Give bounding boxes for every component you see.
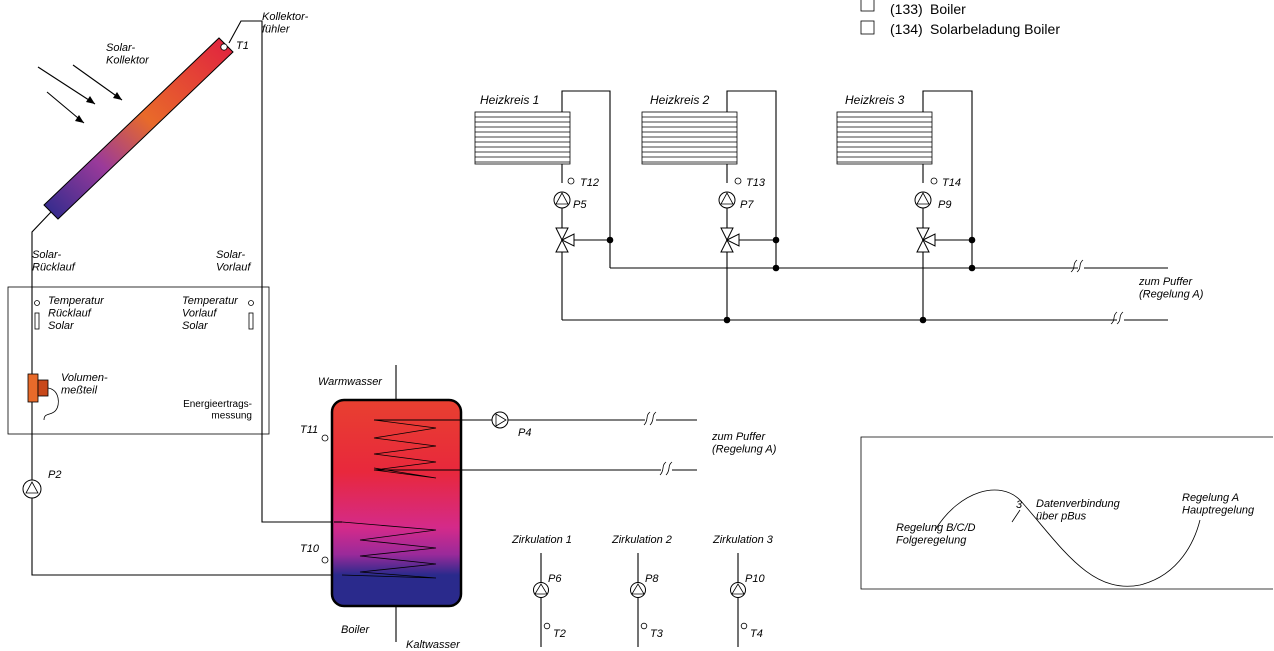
energy-meter-label: Energieertrags-messung (183, 399, 252, 422)
boiler: Warmwasser T11 T10 P4 zum Puffer(Regelun… (300, 365, 777, 651)
circulation-3-title: Zirkulation 3 (712, 534, 774, 546)
t4-label: T4 (750, 628, 763, 640)
collector-label: Solar-Kollektor (106, 42, 150, 67)
circulation-1: Zirkulation 1 P6 T2 (511, 534, 572, 647)
t1-label: T1 (236, 40, 249, 52)
t12-sensor-icon (567, 177, 575, 185)
circulation-3: Zirkulation 3 P10 T4 (712, 534, 774, 647)
p5-label: P5 (573, 199, 587, 211)
legend-label-1: Boiler (930, 1, 966, 17)
heating-circuit-3: Heizkreis 3 T14 P9 (836, 90, 976, 324)
p7-label: P7 (740, 199, 754, 211)
solar-collector: Kollektor-fühler T1 Solar-Kollektor Sola… (31, 11, 334, 576)
warmwater-label: Warmwasser (318, 376, 383, 388)
circulation-2-title: Zirkulation 2 (611, 534, 672, 546)
circulation-1-title: Zirkulation 1 (511, 534, 572, 546)
heating-3-title: Heizkreis 3 (845, 93, 905, 107)
t13-label: T13 (746, 177, 766, 189)
p4-label: P4 (518, 427, 531, 439)
collector-panel (43, 37, 234, 220)
volume-meter-icon (27, 373, 59, 421)
t12-label: T12 (580, 177, 599, 189)
p6-label: P6 (548, 573, 562, 585)
t3-label: T3 (650, 628, 664, 640)
solar-flow-label: Solar-Vorlauf (216, 249, 251, 274)
boiler-pipe-break-icon (643, 411, 673, 476)
boiler-tank (330, 398, 463, 608)
legend: (133) Boiler (134) Solarbeladung Boiler (860, 0, 1060, 37)
pump-p2-icon (22, 479, 42, 499)
t3-sensor-icon (640, 622, 648, 630)
p10-label: P10 (745, 573, 765, 585)
pbus-number: 3 (1016, 499, 1023, 511)
p2-pump: P2 (22, 469, 61, 499)
flow-temp-sensor-icon (248, 300, 254, 306)
solar-return-label: Solar-Rücklauf (32, 249, 76, 274)
t11-sensor-icon (321, 434, 329, 442)
heating-circuit-2: Heizkreis 2 T13 P7 (641, 90, 780, 324)
volume-meter-label: Volumen-meßteil (61, 372, 108, 397)
legend-code-1: (133) (890, 1, 923, 17)
return-temp-sensor-icon (34, 300, 40, 306)
t4-sensor-icon (740, 622, 748, 630)
heating-circuit-1: Heizkreis 1 T12 P5 (474, 90, 614, 320)
t14-label: T14 (942, 177, 961, 189)
t10-sensor-icon (321, 556, 329, 564)
pump-p5-icon (553, 191, 571, 209)
heating-section: zum Puffer(Regelung A) (562, 259, 1204, 325)
legend-box-1 (860, 0, 875, 12)
heating-1-title: Heizkreis 1 (480, 93, 539, 107)
pump-p9-icon (914, 191, 932, 209)
t13-sensor-icon (734, 177, 742, 185)
circulation-2: Zirkulation 2 P8 T3 (611, 534, 672, 647)
pump-p7-icon (718, 191, 736, 209)
legend-code-2: (134) (890, 21, 923, 37)
t2-sensor-icon (543, 622, 551, 630)
sun-rays-icon (37, 64, 123, 124)
p8-label: P8 (645, 573, 659, 585)
pbus-cable (934, 489, 1201, 587)
p9-label: P9 (938, 199, 951, 211)
flow-probe-icon (248, 312, 254, 330)
legend-label-2: Solarbeladung Boiler (930, 21, 1060, 37)
boiler-buffer-label: zum Puffer(Regelung A) (711, 431, 777, 456)
coldwater-label: Kaltwasser (406, 639, 461, 651)
legend-box-2 (860, 20, 875, 35)
radiator-1-icon (474, 111, 571, 165)
pipe-break-icon (1070, 259, 1124, 325)
energy-meter-box (7, 286, 270, 435)
heating-2-title: Heizkreis 2 (650, 93, 710, 107)
t14-sensor-icon (930, 177, 938, 185)
t11-label: T11 (300, 424, 318, 436)
t2-label: T2 (553, 628, 566, 640)
boiler-label: Boiler (341, 624, 370, 636)
return-probe-icon (34, 312, 40, 330)
t1-sensor-icon (220, 43, 228, 51)
p2-label: P2 (48, 469, 61, 481)
buffer-top-label: zum Puffer(Regelung A) (1138, 276, 1204, 301)
radiator-2-icon (641, 111, 738, 165)
collector-sensor-label: Kollektor-fühler (262, 11, 309, 36)
radiator-3-icon (836, 111, 933, 165)
t10-label: T10 (300, 543, 320, 555)
